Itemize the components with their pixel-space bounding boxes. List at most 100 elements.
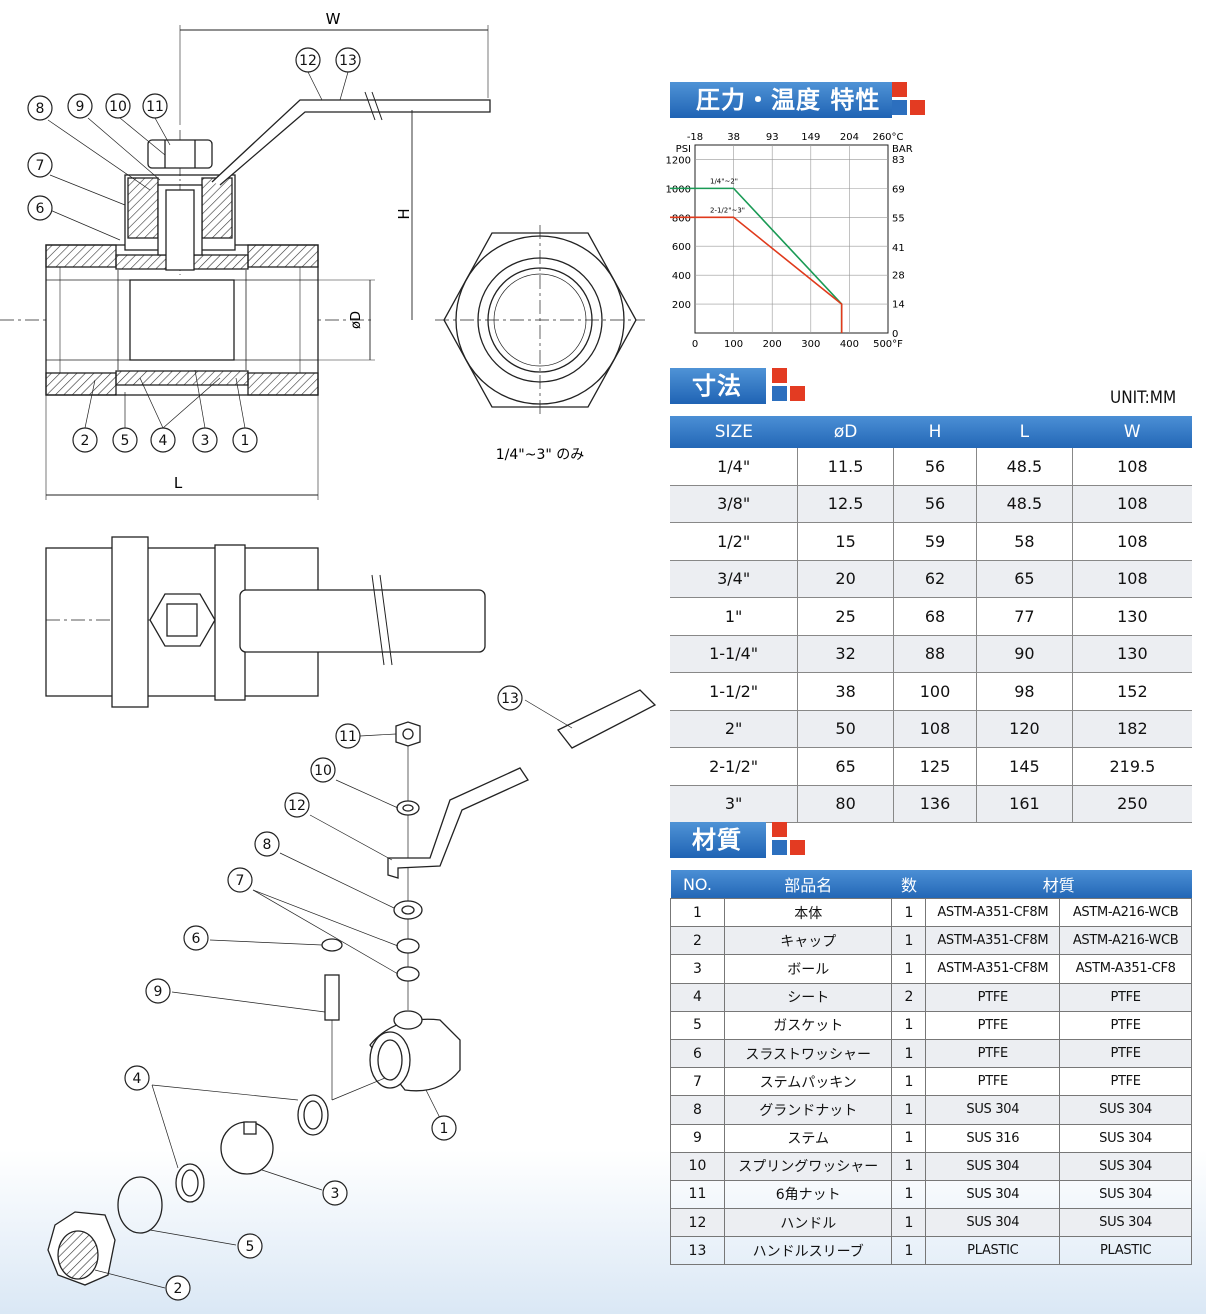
y-tick-label: 200 <box>672 300 691 311</box>
table-cell: 120 <box>976 710 1073 748</box>
table-cell: 1 <box>891 1067 927 1097</box>
callout-number: 3 <box>331 1186 340 1202</box>
table-cell: 1 <box>891 926 927 956</box>
table-cell: 108 <box>1072 522 1192 561</box>
callout-number: 8 <box>263 837 272 853</box>
table-cell: 11.5 <box>797 448 894 486</box>
table-cell: 1 <box>891 1151 927 1181</box>
table-cell: 152 <box>1072 672 1192 711</box>
deco-square <box>790 840 805 855</box>
dim-header-cell: L <box>976 416 1073 448</box>
table-cell: 62 <box>893 560 978 598</box>
unit-label: UNIT:MM <box>1110 388 1177 408</box>
end-view <box>435 225 645 415</box>
callout-number: 10 <box>314 763 332 779</box>
callout-9: 9 <box>145 978 171 1004</box>
callout-12: 12 <box>295 47 321 73</box>
callout-number: 11 <box>146 99 164 115</box>
material-section-title: 材質表 <box>670 822 766 890</box>
callout-8: 8 <box>27 95 53 121</box>
table-cell: PTFE <box>1059 1038 1192 1069</box>
callout-13: 13 <box>497 685 523 711</box>
x2-tick-label: 260°C <box>872 132 903 143</box>
callout-number: 2 <box>81 433 90 449</box>
table-cell: SUS 304 <box>925 1179 1061 1210</box>
dim-header-cell: H <box>893 416 977 448</box>
table-cell: ステム <box>723 1123 893 1153</box>
table-cell: 136 <box>893 785 978 823</box>
table-cell: 6角ナット <box>723 1179 893 1210</box>
table-cell: 8 <box>670 1095 725 1125</box>
series-label-1: 2-1/2"~3" <box>710 206 745 214</box>
table-cell: 59 <box>893 522 978 561</box>
deco-square <box>772 386 787 401</box>
table-cell: 161 <box>976 785 1073 823</box>
table-cell: 1 <box>891 1010 927 1040</box>
y-tick-label: 600 <box>672 242 691 253</box>
table-cell: 2 <box>891 982 927 1012</box>
material-header-cell: NO. <box>670 870 725 899</box>
table-cell: 1 <box>891 1208 927 1238</box>
table-cell: SUS 304 <box>925 1151 1061 1181</box>
table-cell: 1 <box>891 954 927 984</box>
table-cell: 3/4" <box>670 560 799 598</box>
table-cell: ガスケット <box>723 1010 893 1040</box>
callout-7: 7 <box>27 152 53 178</box>
table-cell: SUS 304 <box>1059 1095 1192 1125</box>
table-cell: ステムパッキン <box>723 1067 893 1097</box>
table-cell: 11 <box>670 1179 725 1210</box>
table-cell: ボール <box>723 954 893 984</box>
table-cell: 48.5 <box>976 485 1073 523</box>
table-cell: 50 <box>797 710 894 748</box>
y-axis-label: PSI <box>676 144 691 155</box>
table-cell: 本体 <box>723 897 893 928</box>
table-cell: 9 <box>670 1123 725 1153</box>
callout-number: 9 <box>76 99 85 115</box>
callout-number: 11 <box>339 729 357 745</box>
callout-9: 9 <box>67 93 93 119</box>
table-cell: 32 <box>797 635 894 673</box>
table-cell: 130 <box>1072 597 1192 636</box>
table-cell: 3 <box>670 954 725 984</box>
callout-12: 12 <box>284 792 310 818</box>
chart-plot-area <box>694 144 889 334</box>
deco-square <box>772 840 787 855</box>
table-cell: 219.5 <box>1072 747 1192 786</box>
callout-7: 7 <box>227 867 253 893</box>
table-cell: 3/8" <box>670 485 799 523</box>
table-cell: 100 <box>893 672 978 711</box>
table-cell: 20 <box>797 560 894 598</box>
table-cell: 90 <box>976 635 1073 673</box>
table-cell: ASTM-A351-CF8M <box>925 897 1061 928</box>
deco-square <box>772 822 787 837</box>
table-cell: 108 <box>1072 560 1192 598</box>
pressure-temperature-chart: 12001000800600400200PSI8369554128140BAR0… <box>666 132 913 350</box>
table-cell: 145 <box>976 747 1073 786</box>
table-cell: 1 <box>891 1095 927 1125</box>
series-label-0: 1/4"~2" <box>710 177 738 185</box>
y2-tick-label: 83 <box>892 155 905 166</box>
table-cell: SUS 304 <box>1059 1123 1192 1153</box>
pressure-section-title: 圧力・温度 特性 <box>670 82 892 118</box>
table-cell: 65 <box>797 747 894 786</box>
table-cell: SUS 316 <box>925 1123 1061 1153</box>
table-cell: スラストワッシャー <box>723 1038 893 1069</box>
table-cell: PTFE <box>1059 982 1192 1012</box>
table-cell: 108 <box>1072 448 1192 486</box>
callout-number: 9 <box>154 984 163 1000</box>
x2-tick-label: -18 <box>687 132 703 143</box>
callout-number: 5 <box>121 433 130 449</box>
table-cell: PLASTIC <box>925 1236 1061 1266</box>
dim-w-label: W <box>326 10 341 28</box>
table-cell: 65 <box>976 560 1073 598</box>
x2-tick-label: 149 <box>801 132 820 143</box>
